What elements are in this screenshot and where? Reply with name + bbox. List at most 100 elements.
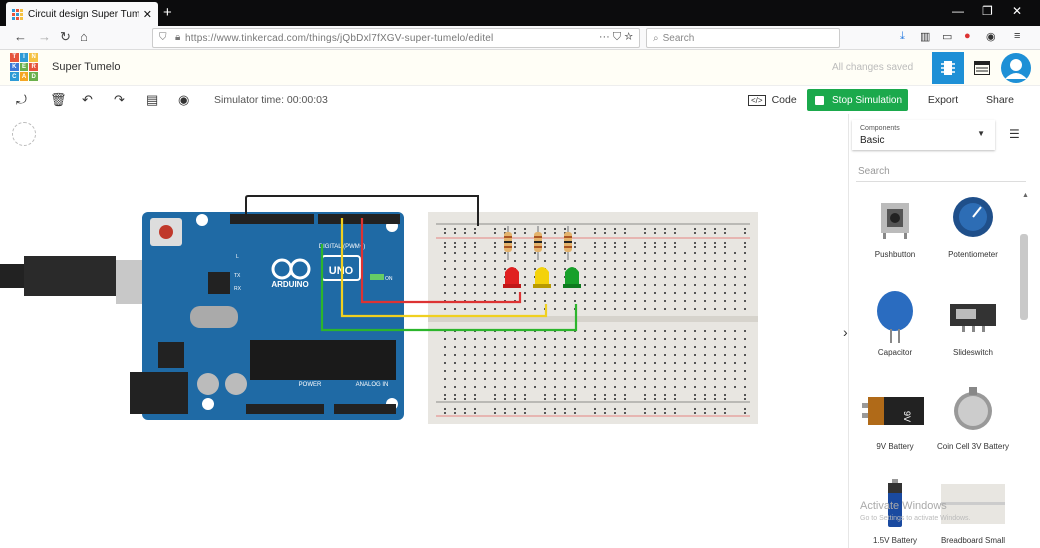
component-label: Coin Cell 3V Battery [936, 442, 1010, 451]
url-bar[interactable]: ⛉ 🔒︎ https://www.tinkercad.com/things/jQ… [152, 28, 640, 48]
component-potentiometer[interactable]: Potentiometer [933, 192, 1013, 259]
component-coin-cell[interactable]: Coin Cell 3V Battery [933, 384, 1013, 451]
led-green[interactable] [563, 267, 581, 288]
scroll-up-icon[interactable]: ▲ [1022, 192, 1029, 199]
tinkercad-favicon-icon [12, 8, 23, 20]
component-label: Potentiometer [948, 250, 998, 259]
power-label: POWER [299, 382, 322, 388]
list-view-icon [974, 61, 990, 75]
chip-icon [941, 61, 955, 75]
browser-search-input[interactable]: ⌕ Search [646, 28, 840, 48]
share-button[interactable]: Share [985, 94, 1015, 106]
wire-red[interactable] [360, 218, 522, 304]
save-status: All changes saved [832, 62, 914, 73]
search-icon: ⌕ [653, 32, 659, 44]
panel-scrollbar[interactable] [1020, 234, 1028, 320]
battery-9v-text: 9V [902, 411, 912, 422]
delete-icon[interactable]: 🗑︎ [50, 92, 67, 107]
project-title[interactable]: Super Tumelo [52, 61, 121, 73]
component-breadboard-small[interactable]: Breadboard Small [933, 478, 1013, 545]
stop-icon [815, 95, 824, 105]
component-label: Breadboard Small [940, 536, 1006, 545]
component-slideswitch[interactable]: Slideswitch [933, 290, 1013, 357]
page-actions-icon[interactable]: ··· ⛉ ☆ [598, 31, 633, 43]
code-button-label: Code [771, 94, 797, 106]
components-dropdown[interactable]: Components Basic ▼ [852, 120, 995, 150]
component-label: 9V Battery [876, 442, 914, 451]
component-label: 1.5V Battery [872, 536, 918, 545]
wire-yellow[interactable] [340, 218, 548, 318]
on-label: ON [385, 276, 393, 282]
redo-icon[interactable]: ↷ [114, 92, 125, 107]
wire-green[interactable] [320, 244, 578, 332]
visibility-icon[interactable]: ◉ [178, 92, 190, 107]
adblock-icon[interactable]: ● [964, 30, 971, 42]
l-led-label: L [236, 254, 239, 260]
resistor-2[interactable] [534, 226, 542, 260]
workplane-canvas[interactable]: ARDUINO UNO DIGITAL (PWM~) POWER ANALOG … [0, 114, 848, 548]
rx-label: RX [234, 286, 242, 292]
menu-icon[interactable]: ≡ [1014, 30, 1021, 42]
minimize-icon[interactable]: — [952, 4, 964, 18]
schematic-view-button[interactable] [966, 52, 998, 84]
components-dropdown-label: Components [860, 125, 900, 132]
wire-ground[interactable] [245, 195, 479, 226]
component-capacitor[interactable]: Capacitor [855, 290, 935, 357]
component-pushbutton[interactable]: Pushbutton [855, 192, 935, 259]
export-button[interactable]: Export [927, 94, 959, 106]
components-search-input[interactable]: Search [856, 164, 1026, 182]
breadboard-small-icon [941, 484, 1005, 524]
circuit-view-button[interactable] [932, 52, 964, 84]
circuit-drawing: ARDUINO UNO DIGITAL (PWM~) POWER ANALOG … [0, 195, 758, 424]
close-tab-icon[interactable]: ✕ [142, 8, 152, 21]
battery-9v-icon: 9V [862, 397, 924, 425]
library-icon[interactable]: ▥ [920, 31, 931, 43]
collapse-panel-icon[interactable]: › [843, 324, 848, 340]
stop-simulation-button[interactable]: Stop Simulation [807, 89, 908, 111]
arduino-uno-board[interactable] [130, 212, 404, 420]
led-red[interactable] [503, 267, 521, 288]
notes-icon[interactable]: ▤ [146, 92, 159, 107]
browser-tab[interactable]: Circuit design Super Tumelo | T ✕ [6, 2, 158, 26]
new-tab-icon[interactable]: + [163, 4, 172, 21]
browser-search-placeholder: Search [662, 32, 695, 44]
code-button[interactable]: </> Code [748, 90, 797, 110]
home-icon[interactable]: ⌂ [80, 29, 88, 44]
led-yellow[interactable] [533, 267, 551, 288]
user-avatar[interactable] [1000, 52, 1032, 84]
components-search-placeholder: Search [858, 166, 890, 177]
back-icon[interactable]: ← [14, 29, 27, 44]
forward-icon[interactable]: → [38, 29, 51, 44]
component-label: Capacitor [877, 348, 913, 357]
undo-icon[interactable]: ↶ [82, 92, 93, 107]
list-view-toggle-icon[interactable]: ☰ [1009, 127, 1020, 141]
close-window-icon[interactable]: ✕ [1012, 4, 1023, 18]
component-1-5v-battery[interactable]: 1.5V Battery [855, 478, 935, 545]
editor-toolbar: ⤾ 🗑︎ ↶ ↷ ▤ ◉ Simulator time: 00:00:03 </… [0, 86, 1040, 114]
zoom-fit-icon[interactable] [12, 122, 36, 146]
breadboard[interactable] [428, 212, 758, 424]
windows-activation-watermark: Activate Windows [860, 500, 947, 512]
reload-icon[interactable]: ↻ [60, 29, 71, 44]
stop-simulation-label: Stop Simulation [832, 94, 903, 106]
shield-icon: ⛉ [159, 32, 167, 43]
component-label: Pushbutton [874, 250, 916, 259]
code-icon: </> [748, 94, 766, 106]
capacitor-icon [877, 291, 913, 343]
component-9v-battery[interactable]: 9V 9V Battery [855, 384, 935, 451]
windows-activation-subtext: Go to Settings to activate Windows. [860, 515, 971, 522]
download-icon[interactable]: ⤓ [900, 30, 905, 42]
slideswitch-icon [950, 304, 996, 332]
tx-label: TX [234, 273, 241, 279]
reader-icon[interactable]: ▭ [942, 31, 953, 43]
analog-in-label: ANALOG IN [356, 382, 389, 388]
restore-icon[interactable]: ❐ [982, 4, 993, 18]
resistor-1[interactable] [504, 226, 512, 260]
pushbutton-icon [881, 203, 909, 239]
rotate-icon[interactable]: ⤾ [16, 92, 27, 107]
account-icon[interactable]: ◉ [986, 31, 996, 43]
resistor-3[interactable] [564, 226, 572, 260]
battery-aa-icon [888, 479, 902, 527]
